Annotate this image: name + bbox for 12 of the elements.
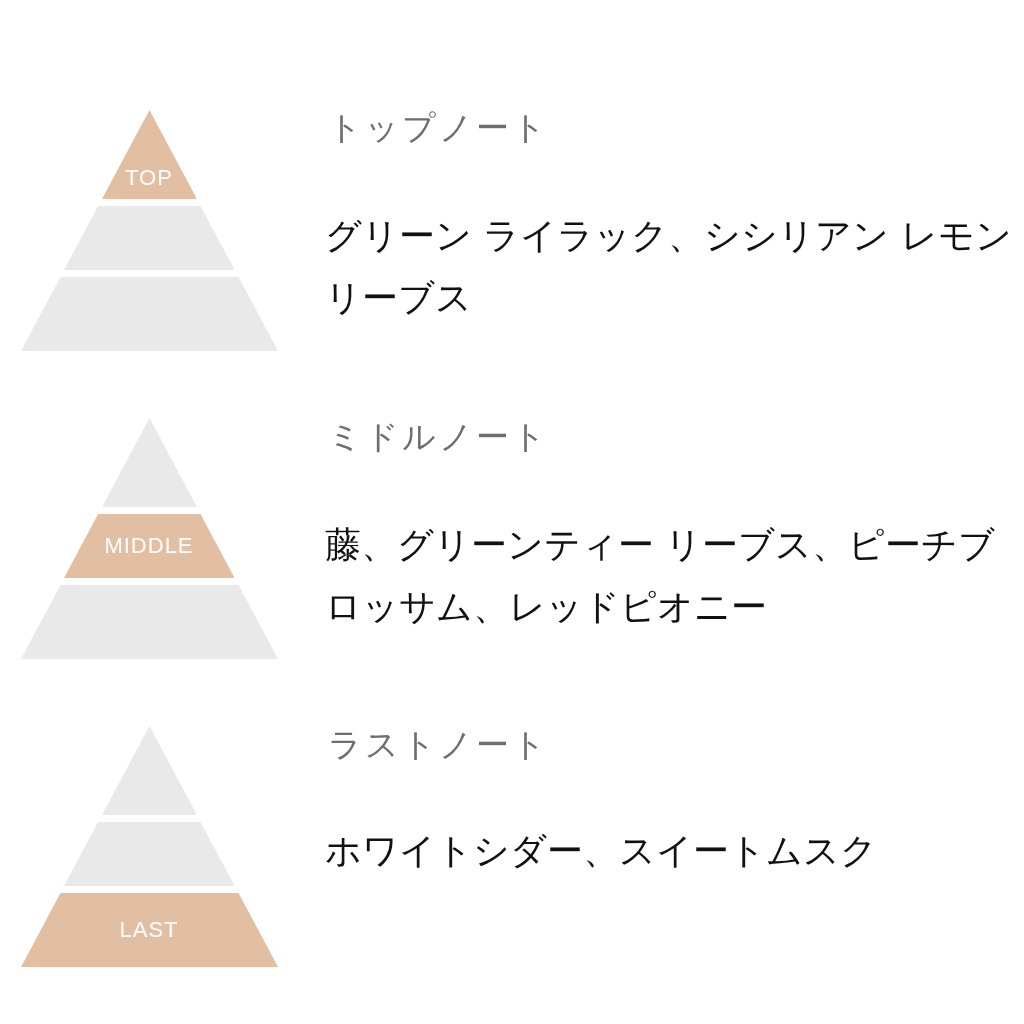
pyramid-tier <box>101 110 197 199</box>
section-heading: トップノート <box>328 107 549 149</box>
section-heading: ラストノート <box>328 724 549 766</box>
section-heading: ミドルノート <box>328 416 549 458</box>
ingredient-text: ホワイトシダー、スイートムスク <box>325 829 878 873</box>
tier-label: TOP <box>125 165 173 190</box>
ingredient-text: 藤、グリーンティー リーブス、ピーチブロッサム、レッドピオニー <box>325 523 997 629</box>
tier-label: LAST <box>119 918 179 942</box>
pyramid-tier <box>20 893 278 967</box>
pyramid-tier <box>63 514 235 578</box>
ingredient-text: グリーン ライラック、シシリアン レモンリーブス <box>325 214 1013 320</box>
tier-label: MIDDLE <box>104 534 194 558</box>
